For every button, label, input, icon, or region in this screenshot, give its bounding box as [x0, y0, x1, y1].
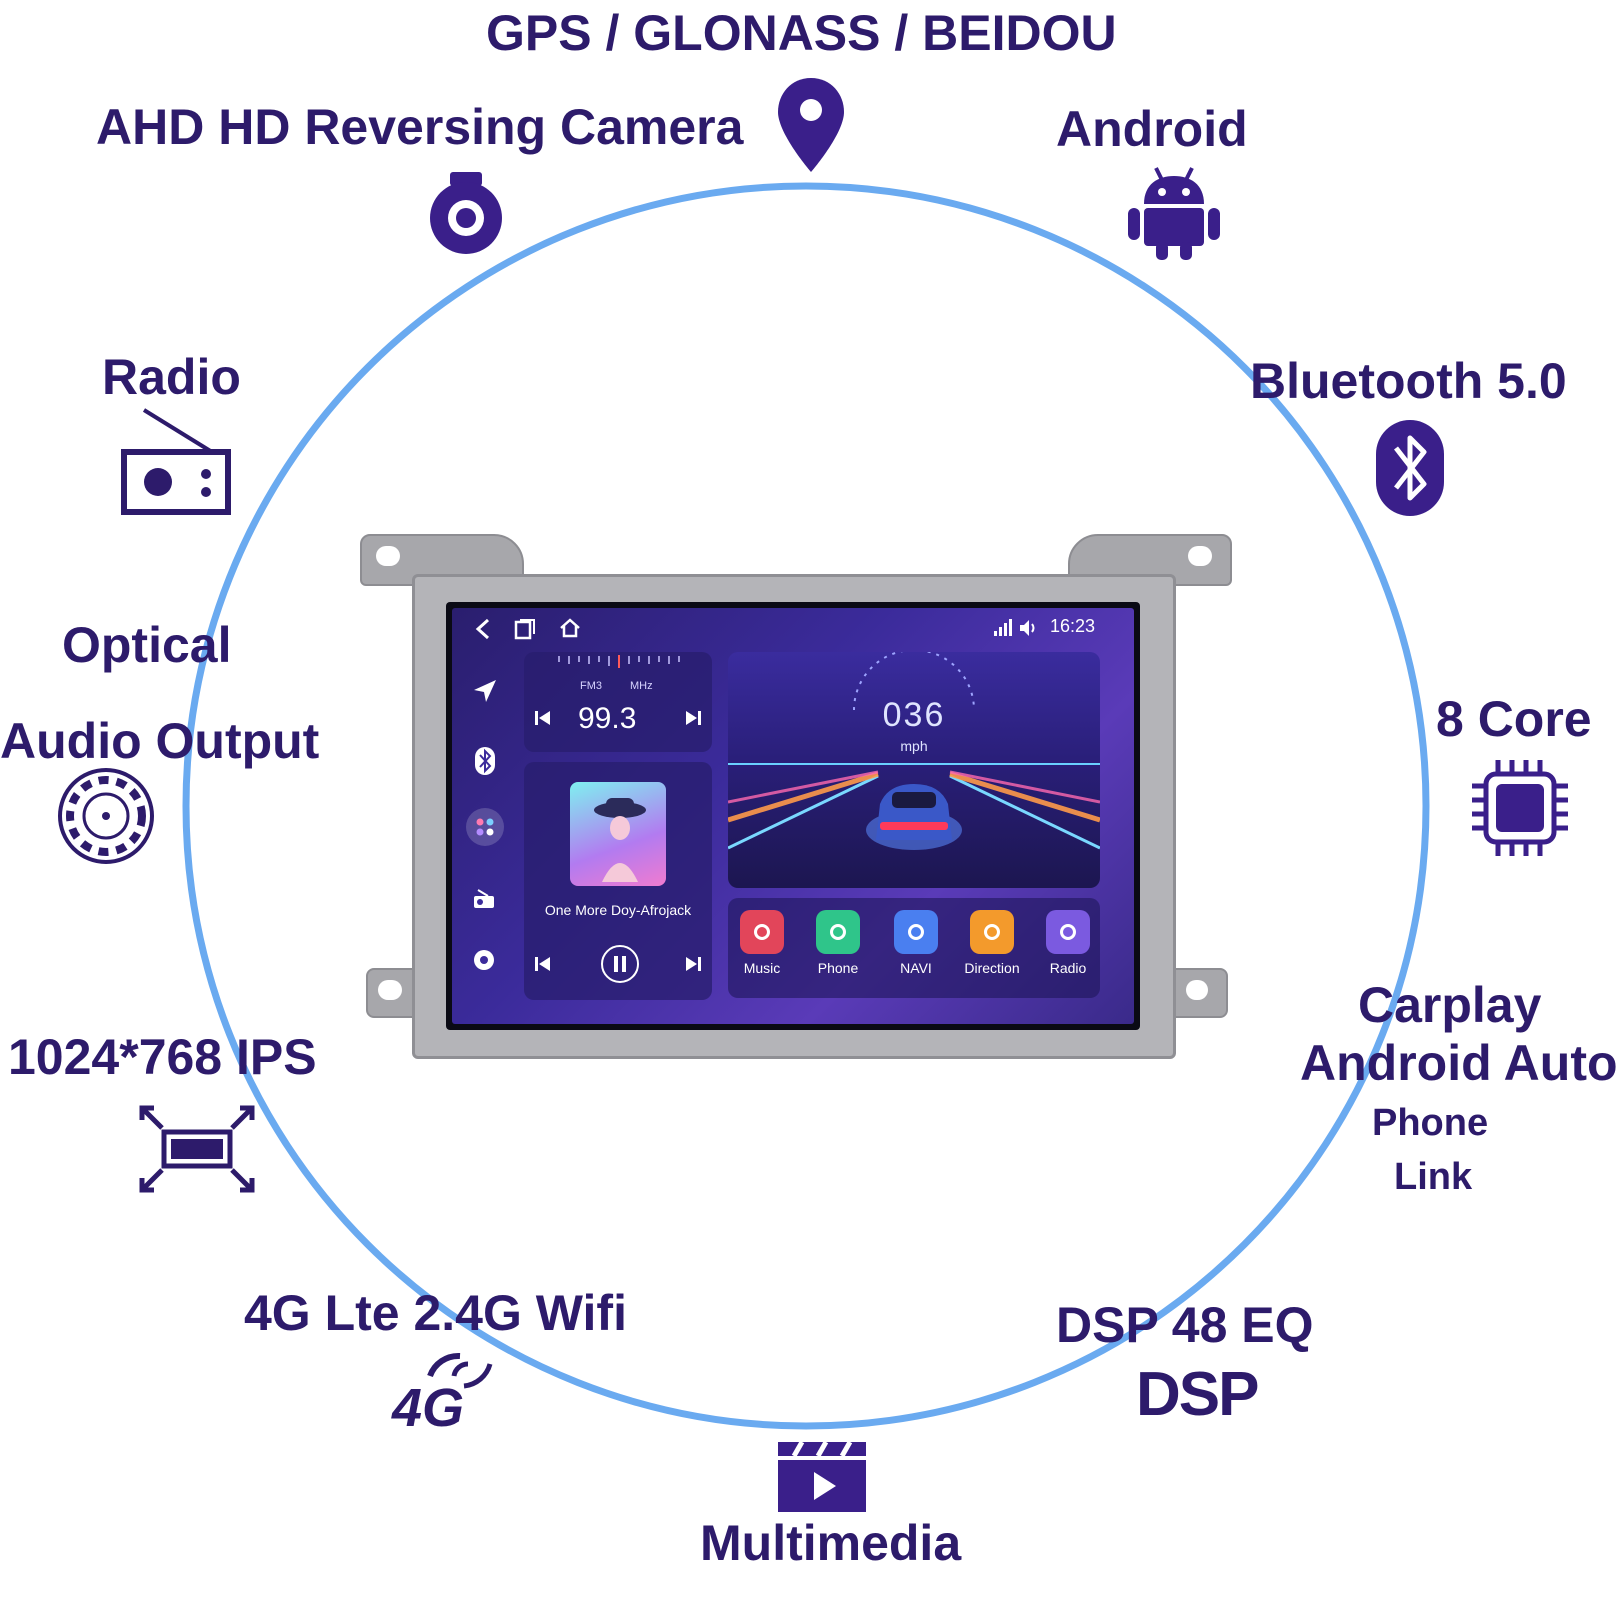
- music-app-icon: [740, 910, 784, 954]
- location-pin-icon: [778, 78, 844, 172]
- gps-label: GPS / GLONASS / BEIDOU: [486, 5, 1117, 61]
- head-unit: 16:23 FM3 MHz 99.3: [360, 534, 1232, 1059]
- road-scene: [728, 652, 1100, 850]
- app-label: Radio: [1049, 960, 1087, 976]
- signal-icon: [994, 619, 1012, 636]
- app-label: Direction: [964, 960, 1020, 976]
- 4g-signal-icon: 4G: [391, 1352, 493, 1432]
- recent-apps-icon[interactable]: [514, 618, 536, 640]
- speed-value: 036: [882, 696, 946, 734]
- music-card[interactable]: One More Doy-Afrojack: [524, 762, 712, 1000]
- app-radio[interactable]: Radio: [1038, 910, 1098, 976]
- volume-icon[interactable]: [1018, 618, 1038, 638]
- app-direction[interactable]: Direction: [962, 910, 1022, 976]
- chip-icon: [1472, 760, 1568, 856]
- carplay-label-line1: Carplay: [1358, 977, 1542, 1033]
- right-bottom-bracket: [1168, 968, 1228, 1018]
- camera-icon: [430, 172, 502, 254]
- tuner-scale: [558, 655, 680, 668]
- track-title: One More Doy-Afrojack: [544, 902, 692, 918]
- core-label: 8 Core: [1436, 691, 1592, 747]
- optical-output-icon: [58, 768, 154, 864]
- radio-card[interactable]: FM3 MHz 99.3: [524, 652, 712, 752]
- home-icon[interactable]: [558, 616, 582, 640]
- android-label: Android: [1056, 101, 1248, 157]
- dsp-eq-label: DSP 48 EQ: [1056, 1297, 1314, 1353]
- carplay-label-line2: Android Auto: [1300, 1035, 1618, 1091]
- speed-unit: mph: [900, 738, 928, 754]
- dock-bluetooth-icon[interactable]: [474, 746, 496, 776]
- app-label: Phone: [817, 960, 859, 976]
- clock: 16:23: [1050, 616, 1096, 636]
- app-phone[interactable]: Phone: [808, 910, 868, 976]
- video-clapper-icon: [778, 1440, 866, 1512]
- lte-wifi-label: 4G Lte 2.4G Wifi: [244, 1285, 627, 1341]
- radio-label: Radio: [102, 349, 241, 405]
- direction-app-icon: [970, 910, 1014, 954]
- resolution-label: 1024*768 IPS: [8, 1029, 317, 1085]
- app-music[interactable]: Music: [732, 910, 792, 976]
- navigation-arrow-icon[interactable]: [472, 678, 498, 704]
- android-icon: [1128, 167, 1220, 260]
- feature-ring: [182, 182, 1430, 1430]
- app-navi[interactable]: NAVI: [886, 910, 946, 976]
- bluetooth-icon: [1376, 420, 1444, 516]
- music-prev-icon[interactable]: [534, 956, 552, 972]
- app-label: NAVI: [900, 960, 932, 976]
- radio-icon: [121, 408, 231, 515]
- multimedia-label: Multimedia: [700, 1515, 962, 1571]
- music-next-icon[interactable]: [684, 956, 702, 972]
- camera-label: AHD HD Reversing Camera: [96, 99, 744, 155]
- 4g-logo: 4G: [391, 1378, 464, 1432]
- radio-band: FM3: [580, 680, 602, 692]
- home-screen: 16:23 FM3 MHz 99.3: [452, 608, 1134, 1024]
- carplay-label-line3: Phone: [1372, 1102, 1489, 1144]
- touch-screen: 16:23 FM3 MHz 99.3: [446, 602, 1140, 1030]
- radio-frequency: 99.3: [578, 702, 637, 735]
- apps-grid-icon: [476, 818, 494, 836]
- radio-unit: MHz: [630, 680, 653, 692]
- back-icon[interactable]: [472, 616, 494, 642]
- dock-radio-icon[interactable]: [472, 888, 496, 910]
- optical-label-line2: Audio Output: [0, 713, 320, 769]
- radio-prev-icon[interactable]: [534, 710, 552, 726]
- bluetooth-label: Bluetooth 5.0: [1250, 353, 1567, 409]
- speed-card[interactable]: 036 mph: [728, 652, 1100, 888]
- navi-app-icon: [894, 910, 938, 954]
- dsp-logo: DSP: [1136, 1360, 1259, 1429]
- app-label: Music: [743, 960, 781, 976]
- album-art: [570, 782, 666, 886]
- optical-label-line1: Optical: [62, 617, 232, 673]
- screen-resize-icon: [139, 1105, 255, 1193]
- radio-app-icon: [1046, 910, 1090, 954]
- radio-next-icon[interactable]: [684, 710, 702, 726]
- album-figure: [594, 798, 646, 882]
- apps-menu-button[interactable]: [466, 808, 504, 846]
- carplay-label-line4: Link: [1394, 1156, 1473, 1198]
- pause-button-icon[interactable]: [600, 944, 640, 984]
- phone-app-icon: [816, 910, 860, 954]
- dock-settings-icon[interactable]: [472, 948, 496, 972]
